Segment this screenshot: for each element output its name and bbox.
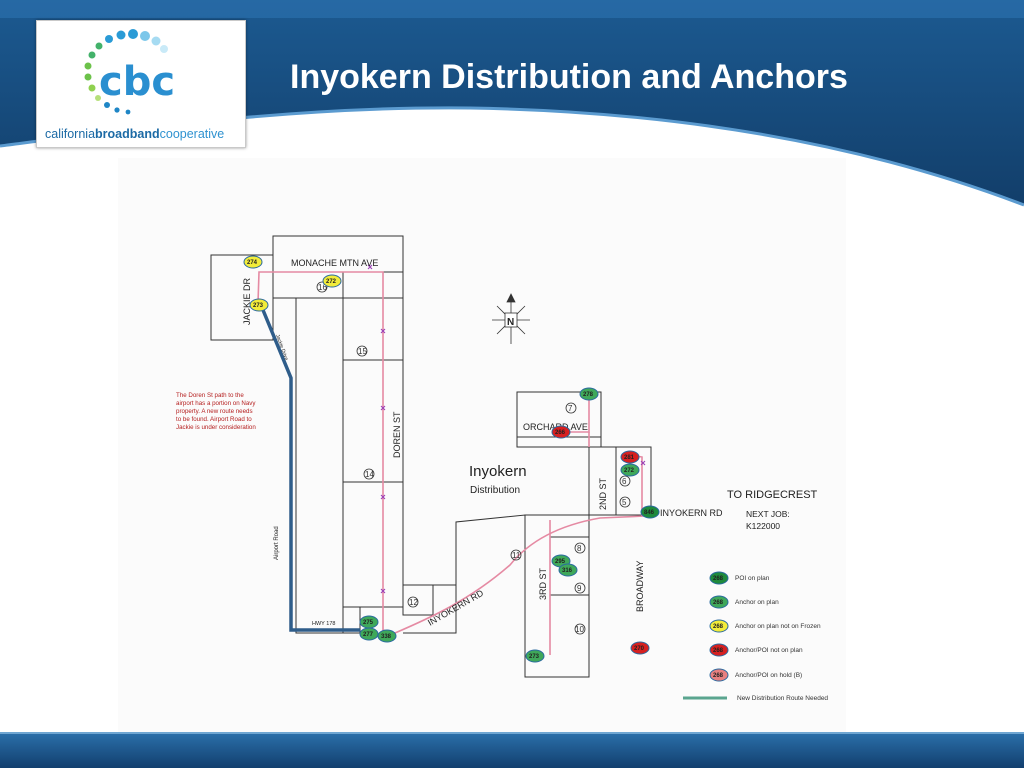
logo-word-1: california [45, 127, 96, 141]
street-2nd: 2ND ST [598, 477, 608, 510]
route-note: The Doren St path to the airport has a p… [176, 392, 256, 431]
note-line-2: airport has a portion on Navy [176, 400, 256, 407]
legend: 268 POI on plan 268 Anchor on plan 268 A… [683, 571, 828, 702]
street-hwy: HWY 178 [312, 621, 335, 627]
distribution-title: Inyokern [469, 463, 527, 480]
marker-274: 274 [247, 260, 258, 266]
marker-338: 338 [381, 634, 392, 640]
marker-316: 316 [562, 568, 573, 574]
marker-277-hwy: 277 [363, 632, 374, 638]
logo: cbc californiabroadbandcooperative [36, 20, 246, 148]
legend-sample-5: 268 [713, 673, 724, 679]
block-numbers: 15 16 14 12 11 7 6 5 8 9 10 [316, 281, 631, 635]
legend-swatch-not-on-plan [709, 643, 729, 657]
legend-label-3: Anchor on plan not on Frozen [735, 623, 821, 630]
marker-275-hwy: 275 [363, 620, 374, 626]
marker-272-monache: 272 [326, 279, 337, 285]
legend-swatch-not-frozen [709, 619, 729, 633]
note-line-5: Jackie is under consideration [176, 424, 256, 431]
block-6: 6 [622, 477, 627, 486]
new-distribution-route [261, 309, 360, 632]
anchor-markers: 274 273 272 275 277 338 278 266 281 272 … [243, 255, 660, 663]
footer-bar [0, 734, 1024, 768]
street-monache: MONACHE MTN AVE [291, 258, 378, 268]
street-airport-road: Airport Road [274, 526, 280, 560]
legend-sample-2: 268 [713, 600, 724, 606]
note-line-1: The Doren St path to the [176, 392, 244, 399]
block-8: 8 [577, 544, 582, 553]
footer-divider [0, 732, 1024, 734]
marker-846: 846 [644, 510, 655, 516]
logo-graphic: cbc [84, 29, 175, 115]
distribution-subtitle: Distribution [470, 485, 520, 496]
marker-273-jackie: 273 [253, 303, 264, 309]
map-paper [118, 158, 846, 732]
legend-label-5: Anchor/POI on hold (B) [735, 672, 802, 679]
logo-word-3: cooperative [159, 127, 225, 141]
block-16: 16 [318, 283, 327, 292]
block-9: 9 [577, 584, 582, 593]
street-jackie: JACKIE DR [242, 277, 252, 325]
slide-title: Inyokern Distribution and Anchors [290, 58, 848, 96]
legend-swatch-on-hold [709, 668, 729, 682]
block-15: 15 [358, 347, 367, 356]
street-inyokern-rd-east: INYOKERN RD [660, 508, 723, 518]
marker-278-orchard: 278 [583, 392, 594, 398]
legend-sample-4: 268 [713, 648, 724, 654]
street-doren: DOREN ST [392, 411, 402, 458]
marker-273-3rd: 273 [529, 654, 540, 660]
legend-label-6: New Distribution Route Needed [737, 695, 828, 702]
marker-266-orchard: 266 [555, 430, 566, 436]
legend-label-2: Anchor on plan [735, 599, 779, 606]
compass-north-letter: N [507, 317, 514, 328]
block-10: 10 [575, 625, 584, 634]
legend-swatch-anchor [709, 595, 729, 609]
legend-sample-1: 268 [713, 576, 724, 582]
next-job-number: K122000 [746, 521, 780, 531]
marker-272-2nd: 272 [624, 468, 635, 474]
legend-sample-3: 268 [713, 624, 724, 630]
marker-281: 281 [624, 455, 635, 461]
legend-label-1: POI on plan [735, 575, 770, 582]
marker-270-broadway: 270 [634, 646, 645, 652]
street-broadway: BROADWAY [635, 560, 645, 612]
logo-word-2: broadband [95, 127, 160, 141]
to-ridgecrest-label: TO RIDGECREST [727, 489, 818, 501]
legend-swatch-poi [709, 571, 729, 585]
splice-marks [367, 264, 646, 594]
street-3rd: 3RD ST [538, 567, 548, 600]
block-7: 7 [568, 404, 573, 413]
next-job-label: NEXT JOB: [746, 509, 790, 519]
logo-wordmark: californiabroadbandcooperative [45, 127, 224, 141]
block-11: 11 [512, 551, 521, 560]
logo-letters: cbc [99, 59, 175, 105]
note-line-3: property. A new route needs [176, 408, 253, 415]
block-12: 12 [409, 598, 418, 607]
block-14: 14 [365, 470, 374, 479]
block-5: 5 [622, 498, 627, 507]
legend-label-4: Anchor/POI not on plan [735, 647, 803, 654]
marker-295: 295 [555, 559, 566, 565]
compass-rose [492, 293, 530, 344]
note-line-4: to be found. Airport Road to [176, 416, 252, 423]
